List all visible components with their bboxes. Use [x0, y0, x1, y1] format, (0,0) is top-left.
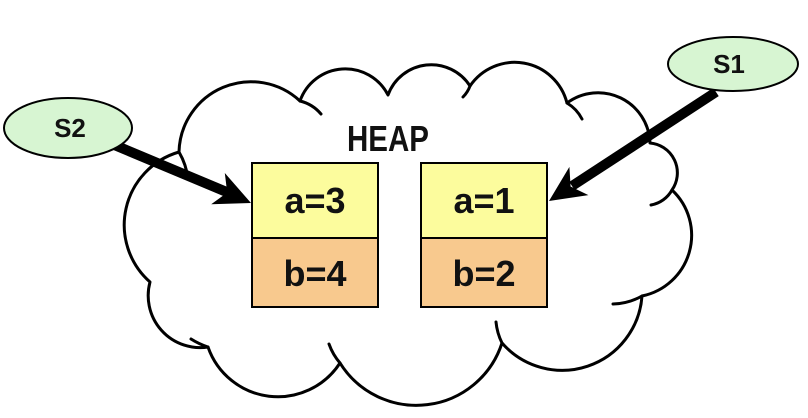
field-b-value: b=4 — [283, 253, 346, 294]
ref-s1: S1 — [667, 36, 799, 92]
arrow-s2-to-object — [110, 139, 251, 205]
ref-label: S2 — [54, 113, 86, 143]
field-a-cell — [251, 162, 379, 239]
ref-ellipse — [667, 36, 799, 92]
field-a-cell — [420, 162, 548, 239]
arrow-shaft — [569, 87, 719, 191]
heap-cloud — [122, 60, 694, 407]
field-b-value: b=2 — [452, 253, 515, 294]
arrow-s1-to-object — [549, 87, 719, 201]
field-b-cell — [251, 237, 379, 308]
field-a-value: a=1 — [453, 180, 514, 221]
arrow-shaft — [110, 139, 231, 198]
ref-label: S1 — [713, 49, 745, 79]
arrow-head — [211, 173, 251, 205]
heap-object-left: a=3 b=4 — [251, 162, 379, 308]
field-a-value: a=3 — [284, 180, 345, 221]
ref-s2: S2 — [3, 97, 133, 159]
heap-object-right: a=1 b=2 — [420, 162, 548, 308]
field-b-cell — [420, 237, 548, 308]
heap-label: HEAP — [347, 118, 429, 159]
ref-ellipse — [3, 97, 133, 159]
arrow-head — [549, 166, 589, 201]
